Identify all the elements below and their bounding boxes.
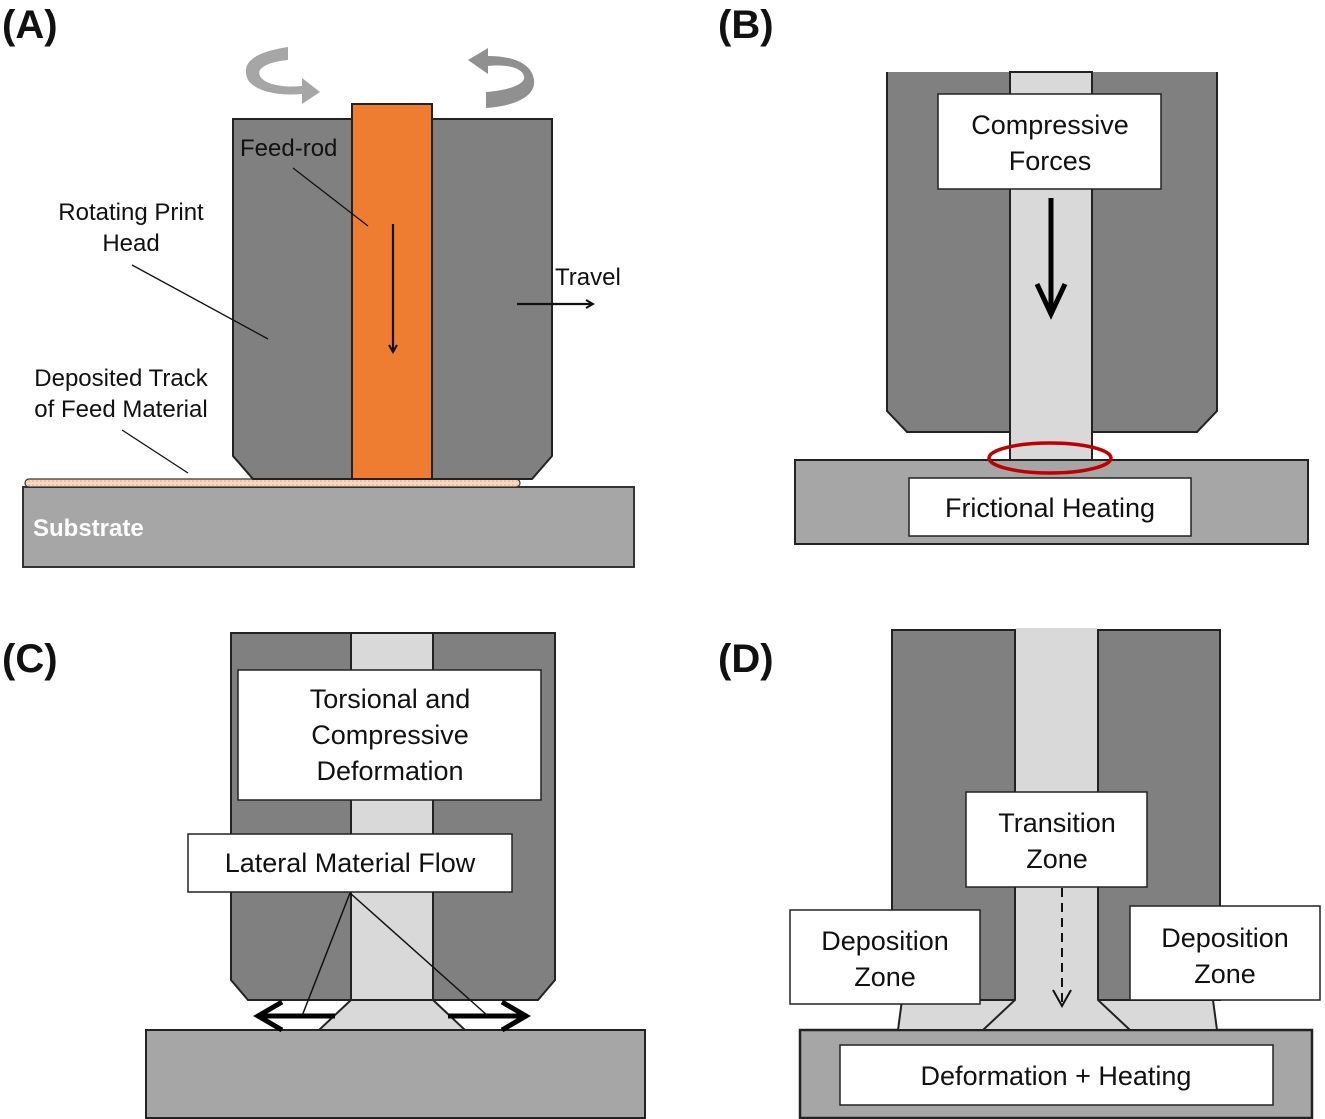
panel-d: (D) Transition Zone Deposition Zone Depo…	[718, 628, 1321, 1119]
deformation-heating-label: Deformation + Heating	[921, 1061, 1192, 1091]
substrate	[145, 1029, 646, 1119]
panel-a-tag: (A)	[2, 3, 58, 47]
deformation-line3: Deformation	[316, 756, 463, 786]
transition-zone-box	[965, 791, 1148, 888]
frictional-heating-label: Frictional Heating	[945, 493, 1155, 523]
track-label-line1: Deposited Track	[34, 365, 208, 392]
friction-zone-highlight	[987, 441, 1113, 475]
lateral-flow-arrow-left-icon	[253, 999, 335, 1033]
compressive-forces-box	[937, 93, 1162, 190]
substrate	[22, 486, 635, 568]
deposition-zone-right-line2: Zone	[1194, 959, 1256, 989]
panel-c-tag: (C)	[2, 637, 58, 681]
feed-rod-label: Feed-rod	[240, 135, 337, 162]
lateral-flow-box	[187, 833, 513, 893]
lateral-flow-arrow-right-icon	[448, 999, 531, 1033]
compressive-forces-line2: Forces	[1009, 146, 1092, 176]
transition-zone-line2: Zone	[1026, 844, 1088, 874]
rod-top-mask	[1016, 628, 1097, 632]
deformation-heating-box	[839, 1044, 1274, 1106]
deformation-line1: Torsional and	[310, 684, 471, 714]
panel-b-tag: (B)	[718, 3, 774, 47]
lateral-flow-label: Lateral Material Flow	[225, 848, 476, 878]
deposition-zone-right-box	[1129, 905, 1321, 1001]
track-label-line2: of Feed Material	[34, 396, 207, 423]
flow-leader-right	[349, 892, 489, 1017]
compressive-force-arrow-icon	[1034, 198, 1068, 320]
print-head-label-line1: Rotating Print	[58, 199, 204, 226]
frictional-heating-box	[908, 477, 1192, 537]
panel-d-tag: (D)	[718, 637, 774, 681]
travel-label: Travel	[555, 264, 621, 291]
deposition-zone-left-line2: Zone	[854, 962, 916, 992]
print-head-label-line2: Head	[102, 230, 159, 257]
track-leader	[121, 429, 189, 474]
deposition-zone-left-line1: Deposition	[821, 926, 949, 956]
deposition-zone-right-line1: Deposition	[1161, 923, 1289, 953]
feed-rod-leader	[292, 167, 369, 227]
deposited-track	[24, 478, 521, 488]
panel-b: (B) Compressive Forces Frictional Heatin…	[718, 3, 1309, 545]
panel-c: (C) Torsional and Compressive Deformatio…	[2, 632, 646, 1119]
deformation-box	[237, 669, 542, 801]
transition-zone-line1: Transition	[998, 808, 1116, 838]
compressive-forces-line1: Compressive	[971, 110, 1129, 140]
deposition-zone-left-box	[789, 909, 981, 1005]
deformation-line2: Compressive	[311, 720, 469, 750]
substrate-label: Substrate	[33, 515, 144, 542]
panel-a: (A) Substrate Travel Feed-rod Rotating P…	[2, 3, 635, 568]
rotation-arrow-left-icon	[245, 47, 320, 104]
flow-leader-left	[301, 892, 351, 1017]
print-head-leader	[131, 264, 269, 340]
material-flow-dashed-arrow-icon	[1052, 888, 1072, 1009]
flared-deposit	[316, 999, 468, 1031]
rotation-arrow-right-icon	[468, 48, 535, 108]
